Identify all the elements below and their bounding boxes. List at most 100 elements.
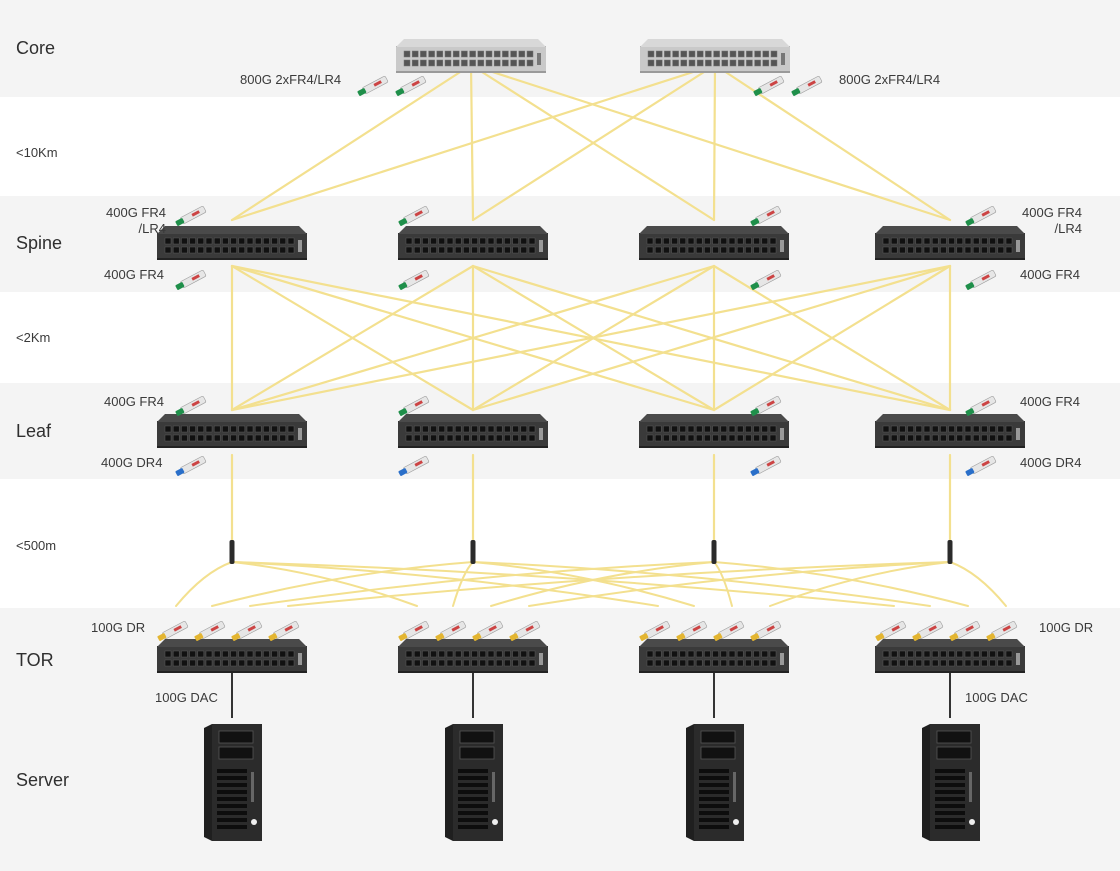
leaf-uplink-module-1 [175, 396, 207, 416]
leaf-downlink-left-label: 400G DR4 [101, 455, 163, 470]
breakout-fiber-leaf4-tor4 [949, 561, 1007, 607]
server-4 [922, 724, 980, 841]
tier-label-tor: TOR [16, 650, 54, 670]
spine-downlink-module-3 [750, 270, 782, 290]
leaf-downlink-module-3 [750, 456, 782, 476]
tor-switch-4 [875, 639, 1025, 673]
core-switch-1 [396, 39, 546, 73]
core-right-module-2 [791, 76, 823, 96]
spine-switch-1 [157, 226, 307, 260]
fiber-spine4-leaf2 [471, 264, 952, 412]
tier-label-leaf: Leaf [16, 421, 52, 441]
breakout-fiber-leaf1-tor3 [231, 561, 659, 607]
leaf-uplink-module-4 [965, 396, 997, 416]
tor-module-4-3 [949, 621, 981, 641]
leaf-downlink-module-2 [398, 456, 430, 476]
leaf-downlink-module-4 [965, 456, 997, 476]
core-left-module-2 [395, 76, 427, 96]
leaf-switch-3 [639, 414, 789, 448]
fiber-core2-spine3 [712, 63, 717, 222]
leaf-uplink-module-2 [398, 396, 430, 416]
breakout-fiber-leaf4-tor2 [528, 561, 951, 607]
breakout-connector-1 [229, 540, 235, 564]
spine-uplink-left-label: 400G FR4 /LR4 [84, 205, 166, 237]
breakout-fiber-leaf1-tor4 [231, 561, 895, 607]
distance-label-leaf-tor: <500m [16, 538, 57, 553]
core-right-module-1 [753, 76, 785, 96]
spine-switch-2 [398, 226, 548, 260]
tor-module-4-4 [986, 621, 1018, 641]
tor-module-1-2 [194, 621, 226, 641]
tier-label-server: Server [16, 770, 70, 790]
fiber-core1-spine1 [230, 63, 473, 222]
tor-module-1-1 [157, 621, 189, 641]
fiber-spine3-leaf1 [230, 264, 716, 412]
breakout-fiber-leaf3-tor4 [713, 561, 969, 607]
tier-label-spine: Spine [16, 233, 63, 253]
breakout-connector-2 [470, 540, 476, 564]
leaf-downlink-module-1 [175, 456, 207, 476]
breakout-fiber-leaf4-tor1 [287, 561, 951, 607]
spine-uplink-left-label-line2: /LR4 [138, 221, 166, 236]
breakout-fiber-leaf1-tor2 [231, 561, 418, 607]
tor-switch-2 [398, 639, 548, 673]
breakout-fiber-leaf2-tor4 [472, 561, 931, 607]
spine-uplink-left-label-line1: 400G FR4 [106, 205, 166, 220]
breakout-fiber-leaf3-tor3 [713, 561, 733, 607]
leaf-downlink-right-label: 400G DR4 [1020, 455, 1082, 470]
tor-module-1-3 [231, 621, 263, 641]
core-band [0, 0, 1120, 97]
leaf-switch-1 [157, 414, 307, 448]
distance-label-core-spine: <10Km [16, 145, 58, 160]
tor-module-2-2 [435, 621, 467, 641]
spine-uplink-module-1 [175, 206, 207, 226]
breakout-connector-3 [711, 540, 717, 564]
tor-right-transceiver-label: 100G DR [1039, 620, 1094, 635]
spine-uplink-module-3 [750, 206, 782, 226]
breakout-fiber-leaf4-tor3 [769, 561, 951, 607]
tor-module-3-4 [750, 621, 782, 641]
leaf-switch-2 [398, 414, 548, 448]
spine-downlink-right-label: 400G FR4 [1020, 267, 1080, 282]
tor-module-4-2 [912, 621, 944, 641]
leaf-uplink-left-label: 400G FR4 [104, 394, 164, 409]
spine-uplink-module-4 [965, 206, 997, 226]
fiber-core1-spine4 [469, 63, 952, 222]
spine-switch-4 [875, 226, 1025, 260]
tor-module-2-4 [509, 621, 541, 641]
fiber-core2-spine4 [713, 63, 952, 222]
breakout-fiber-leaf2-tor3 [472, 561, 695, 607]
spine-uplink-module-2 [398, 206, 430, 226]
server-1 [204, 724, 262, 841]
tor-module-1-4 [268, 621, 300, 641]
spine-uplink-right-label-line1: 400G FR4 [1022, 205, 1082, 220]
tor-module-3-1 [639, 621, 671, 641]
core-switch-2 [640, 39, 790, 73]
spine-downlink-module-1 [175, 270, 207, 290]
dac-right-label: 100G DAC [965, 690, 1028, 705]
server-2 [445, 724, 503, 841]
spine-switch-3 [639, 226, 789, 260]
distance-label-spine-leaf: <2Km [16, 330, 51, 345]
breakout-fiber-leaf3-tor1 [249, 561, 715, 607]
spine-downlink-module-2 [398, 270, 430, 290]
tor-module-3-2 [676, 621, 708, 641]
core-left-transceiver-label: 800G 2xFR4/LR4 [240, 72, 342, 87]
leaf-uplink-right-label: 400G FR4 [1020, 394, 1080, 409]
spine-uplink-right-label-line2: /LR4 [1054, 221, 1082, 236]
breakout-fiber-leaf3-tor2 [490, 561, 715, 607]
tor-left-transceiver-label: 100G DR [91, 620, 146, 635]
leaf-uplink-module-3 [750, 396, 782, 416]
tier-label-core: Core [16, 38, 56, 58]
breakout-connector-4 [947, 540, 953, 564]
tor-switch-3 [639, 639, 789, 673]
tor-module-2-3 [472, 621, 504, 641]
breakout-fiber-leaf2-tor1 [211, 561, 474, 607]
tor-switch-1 [157, 639, 307, 673]
core-left-module-1 [357, 76, 389, 96]
fiber-spine2-leaf1 [230, 264, 475, 412]
fiber-spine4-leaf1 [230, 264, 952, 412]
fiber-core2-spine2 [471, 63, 717, 222]
spine-downlink-left-label: 400G FR4 [104, 267, 164, 282]
